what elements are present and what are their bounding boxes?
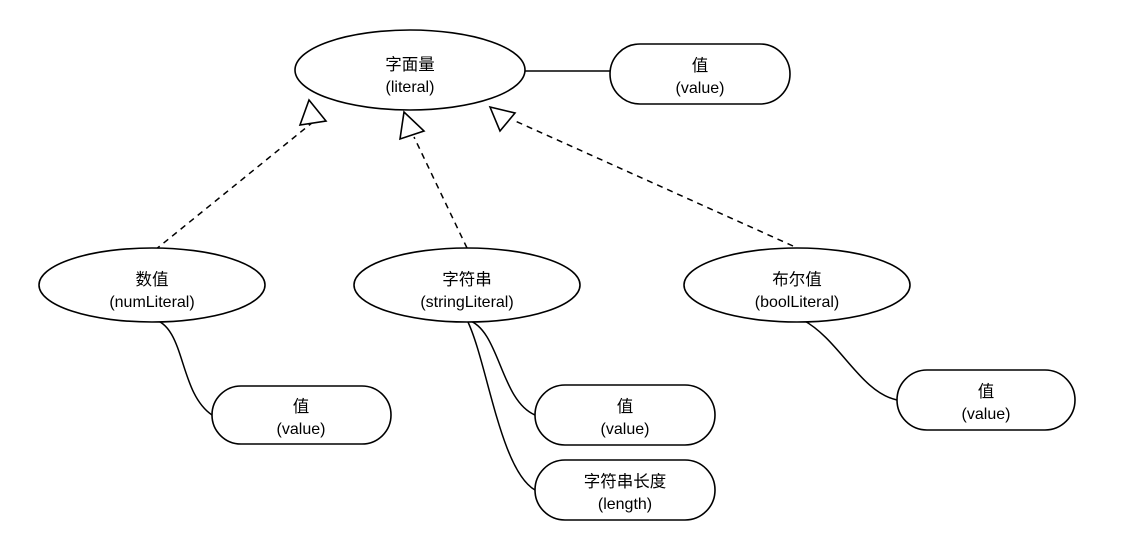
attribute-node-bool-value[interactable]: 值 (value) bbox=[896, 369, 1076, 431]
class-node-numliteral[interactable]: 数值 (numLiteral) bbox=[38, 247, 266, 323]
edge-stringliteral-generalization bbox=[413, 136, 468, 249]
class-numliteral-label-cn: 数值 bbox=[136, 270, 169, 289]
attribute-literal-value-label-cn: 值 bbox=[692, 56, 709, 75]
attribute-node-string-length[interactable]: 字符串长度 (length) bbox=[534, 459, 716, 521]
class-literal-label-en: (literal) bbox=[386, 79, 435, 96]
class-stringliteral-label-en: (stringLiteral) bbox=[420, 294, 513, 311]
attribute-node-num-value[interactable]: 值 (value) bbox=[211, 385, 392, 445]
edge-stringliteral-to-value bbox=[467, 319, 536, 416]
class-boolliteral-label-cn: 布尔值 bbox=[772, 270, 822, 289]
rounded-rect-string-length[interactable] bbox=[534, 459, 716, 521]
ellipse-numliteral[interactable] bbox=[38, 247, 266, 323]
attribute-literal-value-label-en: (value) bbox=[676, 80, 725, 97]
ellipse-boolliteral[interactable] bbox=[683, 247, 911, 323]
class-node-boolliteral[interactable]: 布尔值 (boolLiteral) bbox=[683, 247, 911, 323]
class-node-stringliteral[interactable]: 字符串 (stringLiteral) bbox=[353, 247, 581, 323]
edge-stringliteral-to-length bbox=[466, 319, 536, 491]
attribute-bool-value-label-cn: 值 bbox=[978, 382, 995, 401]
class-boolliteral-label-en: (boolLiteral) bbox=[755, 294, 839, 311]
attribute-string-value-label-cn: 值 bbox=[617, 397, 634, 416]
class-node-literal[interactable]: 字面量 (literal) bbox=[294, 29, 526, 111]
attribute-bool-value-label-en: (value) bbox=[962, 406, 1011, 423]
attribute-node-string-value[interactable]: 值 (value) bbox=[534, 384, 716, 446]
edge-boolliteral-generalization bbox=[512, 119, 794, 247]
class-stringliteral-label-cn: 字符串 bbox=[442, 270, 492, 289]
edge-numliteral-generalization bbox=[154, 117, 319, 251]
edge-layer bbox=[151, 70, 898, 491]
hollow-triangle-arrowhead-boolliteral-icon bbox=[488, 105, 517, 133]
ellipse-literal[interactable] bbox=[294, 29, 526, 111]
ellipse-stringliteral[interactable] bbox=[353, 247, 581, 323]
attribute-string-length-label-en: (length) bbox=[598, 496, 652, 513]
rounded-rect-bool-value[interactable] bbox=[896, 369, 1076, 431]
attribute-num-value-label-cn: 值 bbox=[293, 397, 310, 416]
class-literal-label-cn: 字面量 bbox=[385, 55, 435, 74]
hollow-triangle-arrowhead-numliteral-icon bbox=[298, 98, 328, 126]
rounded-rect-num-value[interactable] bbox=[211, 385, 392, 445]
attribute-string-value-label-en: (value) bbox=[601, 421, 650, 438]
edge-numliteral-to-value bbox=[151, 318, 213, 416]
attribute-node-literal-value[interactable]: 值 (value) bbox=[609, 43, 791, 105]
hollow-triangle-arrowhead-stringliteral-icon bbox=[399, 110, 426, 141]
attribute-num-value-label-en: (value) bbox=[277, 421, 326, 438]
class-numliteral-label-en: (numLiteral) bbox=[109, 294, 194, 311]
rounded-rect-string-value[interactable] bbox=[534, 384, 716, 446]
arrowhead-layer bbox=[298, 98, 517, 141]
attribute-string-length-label-cn: 字符串长度 bbox=[584, 472, 667, 491]
edge-boolliteral-to-value bbox=[802, 319, 898, 401]
rounded-rect-literal-value[interactable] bbox=[609, 43, 791, 105]
